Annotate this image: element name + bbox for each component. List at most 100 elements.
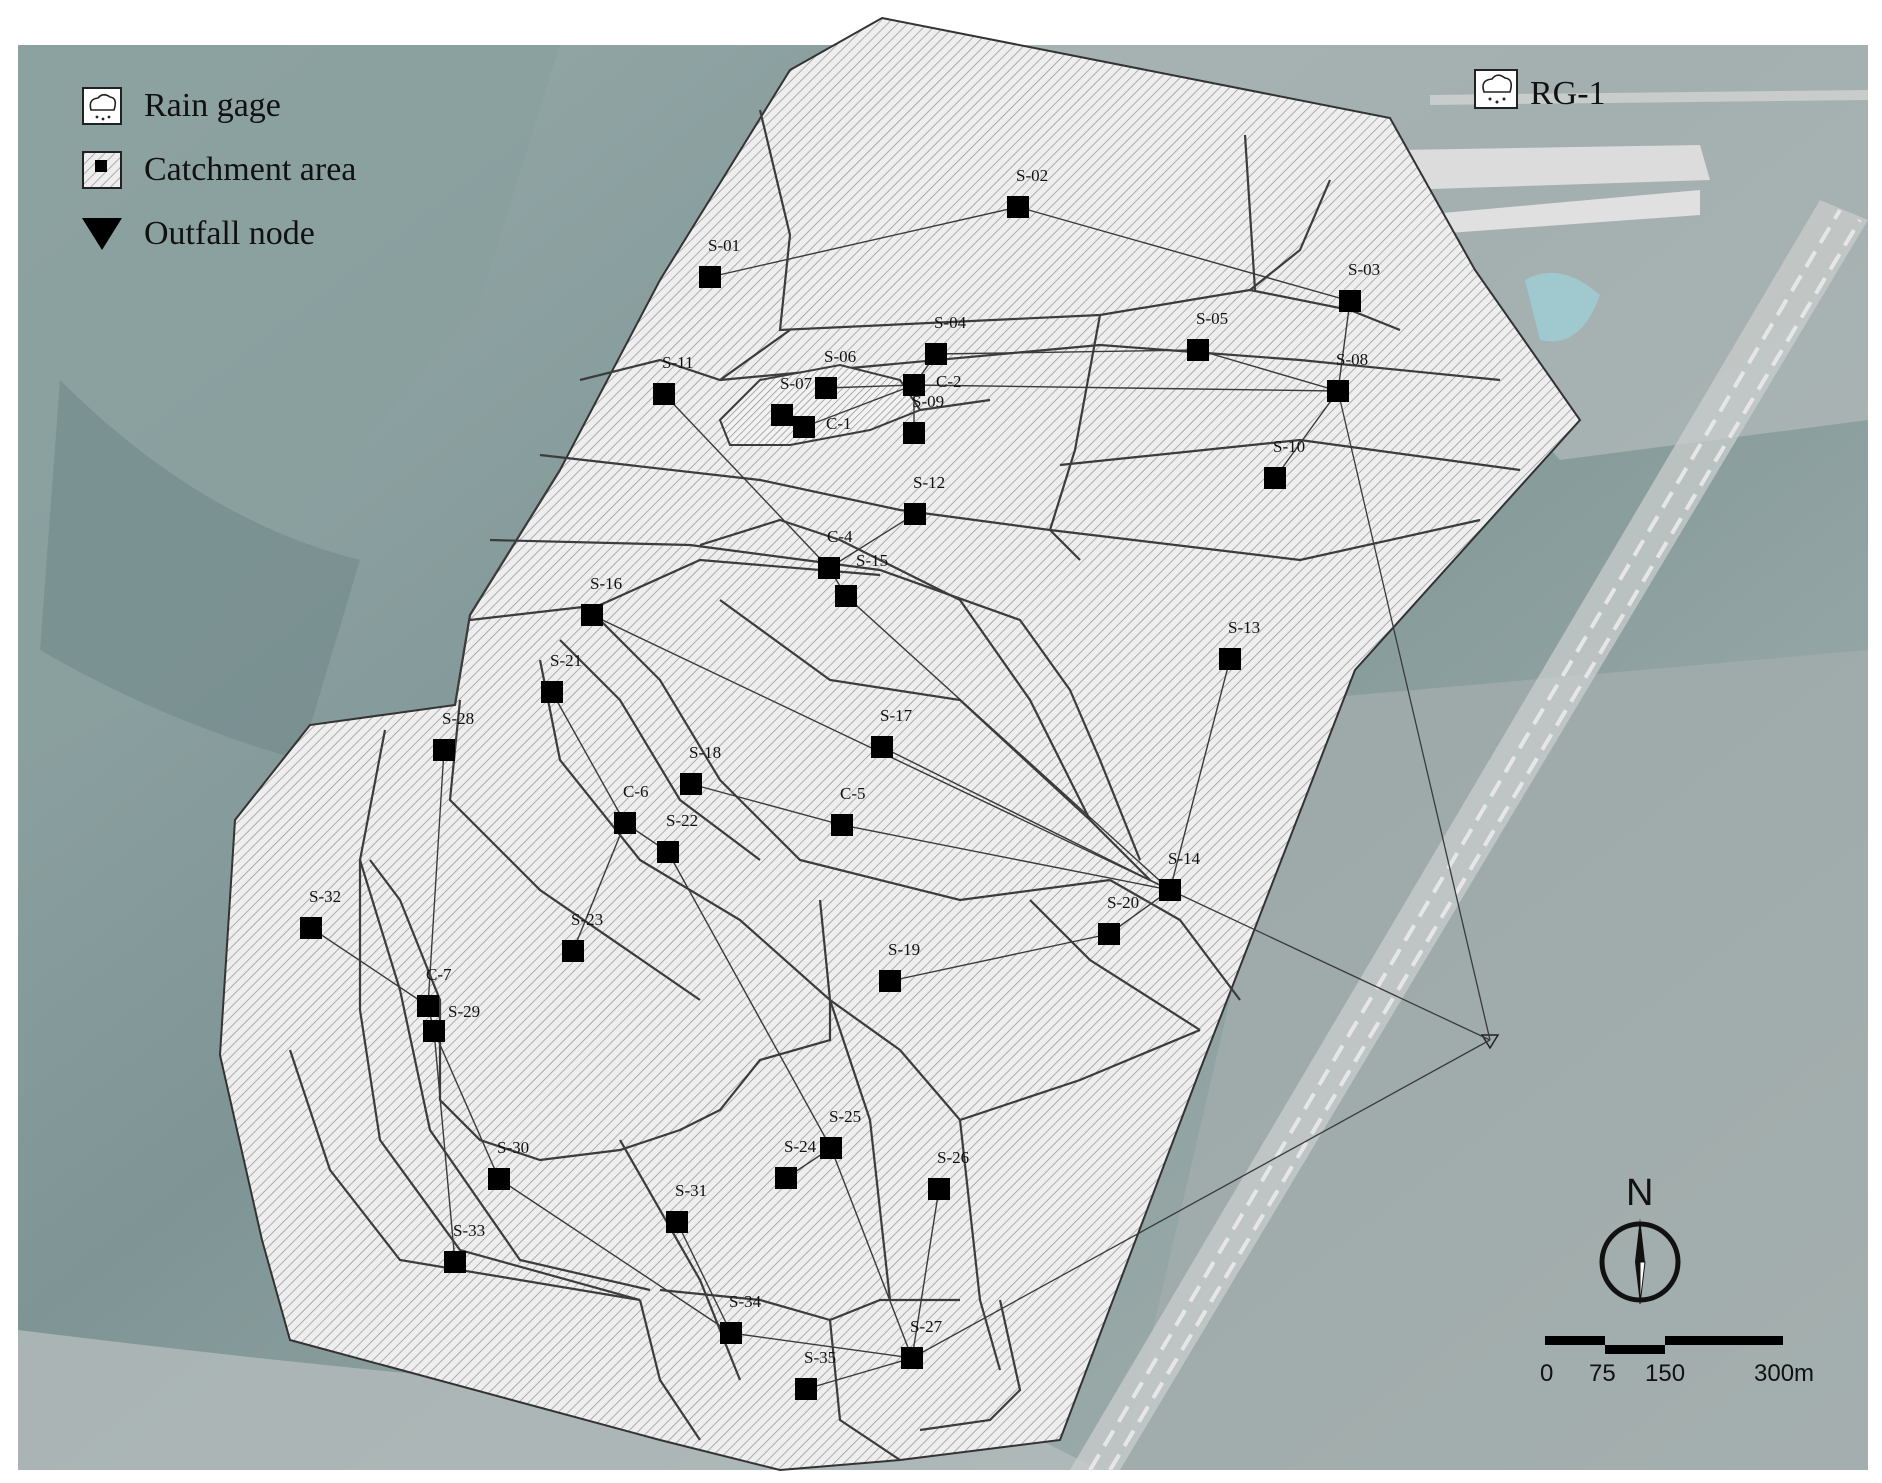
- node-marker[interactable]: [1007, 196, 1029, 218]
- node-label: S-31: [675, 1181, 707, 1200]
- node-label: S-33: [453, 1221, 485, 1240]
- node-s-14[interactable]: S-14: [1159, 849, 1201, 901]
- node-s-10[interactable]: S-10: [1264, 437, 1305, 489]
- node-marker[interactable]: [928, 1178, 950, 1200]
- legend-outfall-node-label: Outfall node: [144, 215, 315, 252]
- node-marker[interactable]: [879, 970, 901, 992]
- node-s-22[interactable]: S-22: [657, 811, 698, 863]
- node-c-5[interactable]: C-5: [831, 784, 866, 836]
- node-marker[interactable]: [720, 1322, 742, 1344]
- node-s-08[interactable]: S-08: [1327, 350, 1368, 402]
- node-s-25[interactable]: S-25: [820, 1107, 861, 1159]
- node-marker[interactable]: [771, 404, 793, 426]
- node-label: S-12: [913, 473, 945, 492]
- node-s-27[interactable]: S-27: [901, 1317, 943, 1369]
- node-marker[interactable]: [1339, 290, 1361, 312]
- node-s-16[interactable]: S-16: [581, 574, 622, 626]
- node-s-21[interactable]: S-21: [541, 651, 582, 703]
- node-marker[interactable]: [835, 585, 857, 607]
- node-marker[interactable]: [657, 841, 679, 863]
- node-marker[interactable]: [795, 1378, 817, 1400]
- node-marker[interactable]: [903, 422, 925, 444]
- node-c-7[interactable]: C-7: [417, 965, 452, 1017]
- node-s-04[interactable]: S-04: [925, 313, 967, 365]
- node-marker[interactable]: [666, 1211, 688, 1233]
- node-s-01[interactable]: S-01: [699, 236, 740, 288]
- node-marker[interactable]: [904, 503, 926, 525]
- node-label: S-26: [937, 1148, 969, 1167]
- node-marker[interactable]: [488, 1168, 510, 1190]
- node-s-29[interactable]: S-29: [423, 1002, 480, 1042]
- node-s-34[interactable]: S-34: [720, 1292, 762, 1344]
- link-s-18-c-5: [690, 783, 843, 826]
- node-c-4[interactable]: C-4: [818, 527, 853, 579]
- node-marker[interactable]: [423, 1020, 445, 1042]
- link-s-14-outfall: [1169, 889, 1491, 1041]
- node-label: S-27: [910, 1317, 943, 1336]
- node-marker[interactable]: [433, 739, 455, 761]
- node-marker[interactable]: [871, 736, 893, 758]
- node-marker[interactable]: [815, 377, 837, 399]
- node-s-33[interactable]: S-33: [444, 1221, 485, 1273]
- node-marker[interactable]: [820, 1137, 842, 1159]
- node-marker[interactable]: [831, 814, 853, 836]
- node-marker[interactable]: [793, 416, 815, 438]
- node-s-24[interactable]: S-24: [775, 1137, 817, 1189]
- link-s-27-outfall: [911, 1039, 1491, 1359]
- node-marker[interactable]: [903, 374, 925, 396]
- link-s-31-s-34: [676, 1221, 732, 1334]
- scale-label-0: 0: [1540, 1360, 1553, 1387]
- node-marker[interactable]: [444, 1251, 466, 1273]
- node-s-26[interactable]: S-26: [928, 1148, 969, 1200]
- node-marker[interactable]: [581, 604, 603, 626]
- node-s-30[interactable]: S-30: [488, 1138, 529, 1190]
- node-label: S-25: [829, 1107, 861, 1126]
- node-marker[interactable]: [1219, 648, 1241, 670]
- node-s-19[interactable]: S-19: [879, 940, 920, 992]
- node-s-18[interactable]: S-18: [680, 743, 721, 795]
- node-s-32[interactable]: S-32: [300, 887, 341, 939]
- legend-catchment-area-label: Catchment area: [144, 151, 356, 188]
- node-s-17[interactable]: S-17: [871, 706, 913, 758]
- node-s-23[interactable]: S-23: [562, 910, 603, 962]
- north-arrow: N: [1599, 1172, 1681, 1305]
- rain-gage-rg-1[interactable]: RG-1: [1474, 69, 1606, 112]
- node-marker[interactable]: [541, 681, 563, 703]
- node-s-12[interactable]: S-12: [904, 473, 945, 525]
- node-s-03[interactable]: S-03: [1339, 260, 1380, 312]
- node-marker[interactable]: [1187, 339, 1209, 361]
- node-label: S-04: [934, 313, 967, 332]
- node-s-11[interactable]: S-11: [653, 353, 694, 405]
- node-s-35[interactable]: S-35: [795, 1348, 836, 1400]
- node-marker[interactable]: [653, 383, 675, 405]
- node-s-06[interactable]: S-06: [815, 347, 856, 399]
- node-marker[interactable]: [614, 812, 636, 834]
- node-c-6[interactable]: C-6: [614, 782, 649, 834]
- node-marker[interactable]: [680, 773, 702, 795]
- node-label: S-24: [784, 1137, 817, 1156]
- node-marker[interactable]: [775, 1167, 797, 1189]
- node-c-1[interactable]: C-1: [793, 414, 852, 438]
- node-s-20[interactable]: S-20: [1098, 893, 1139, 945]
- node-marker[interactable]: [1327, 380, 1349, 402]
- node-marker[interactable]: [925, 343, 947, 365]
- node-s-05[interactable]: S-05: [1187, 309, 1228, 361]
- node-c-2[interactable]: C-2: [903, 372, 962, 396]
- node-marker[interactable]: [1159, 879, 1181, 901]
- node-marker[interactable]: [1098, 923, 1120, 945]
- node-marker[interactable]: [818, 557, 840, 579]
- node-s-15[interactable]: S-15: [835, 551, 888, 607]
- node-marker[interactable]: [300, 917, 322, 939]
- node-marker[interactable]: [417, 995, 439, 1017]
- node-s-07[interactable]: S-07: [771, 374, 813, 426]
- node-s-31[interactable]: S-31: [666, 1181, 707, 1233]
- node-s-13[interactable]: S-13: [1219, 618, 1260, 670]
- node-marker[interactable]: [562, 940, 584, 962]
- node-s-02[interactable]: S-02: [1007, 166, 1048, 218]
- node-marker[interactable]: [1264, 467, 1286, 489]
- node-s-09[interactable]: S-09: [903, 392, 944, 444]
- node-marker[interactable]: [699, 266, 721, 288]
- node-label: C-4: [827, 527, 853, 546]
- node-marker[interactable]: [901, 1347, 923, 1369]
- node-s-28[interactable]: S-28: [433, 709, 474, 761]
